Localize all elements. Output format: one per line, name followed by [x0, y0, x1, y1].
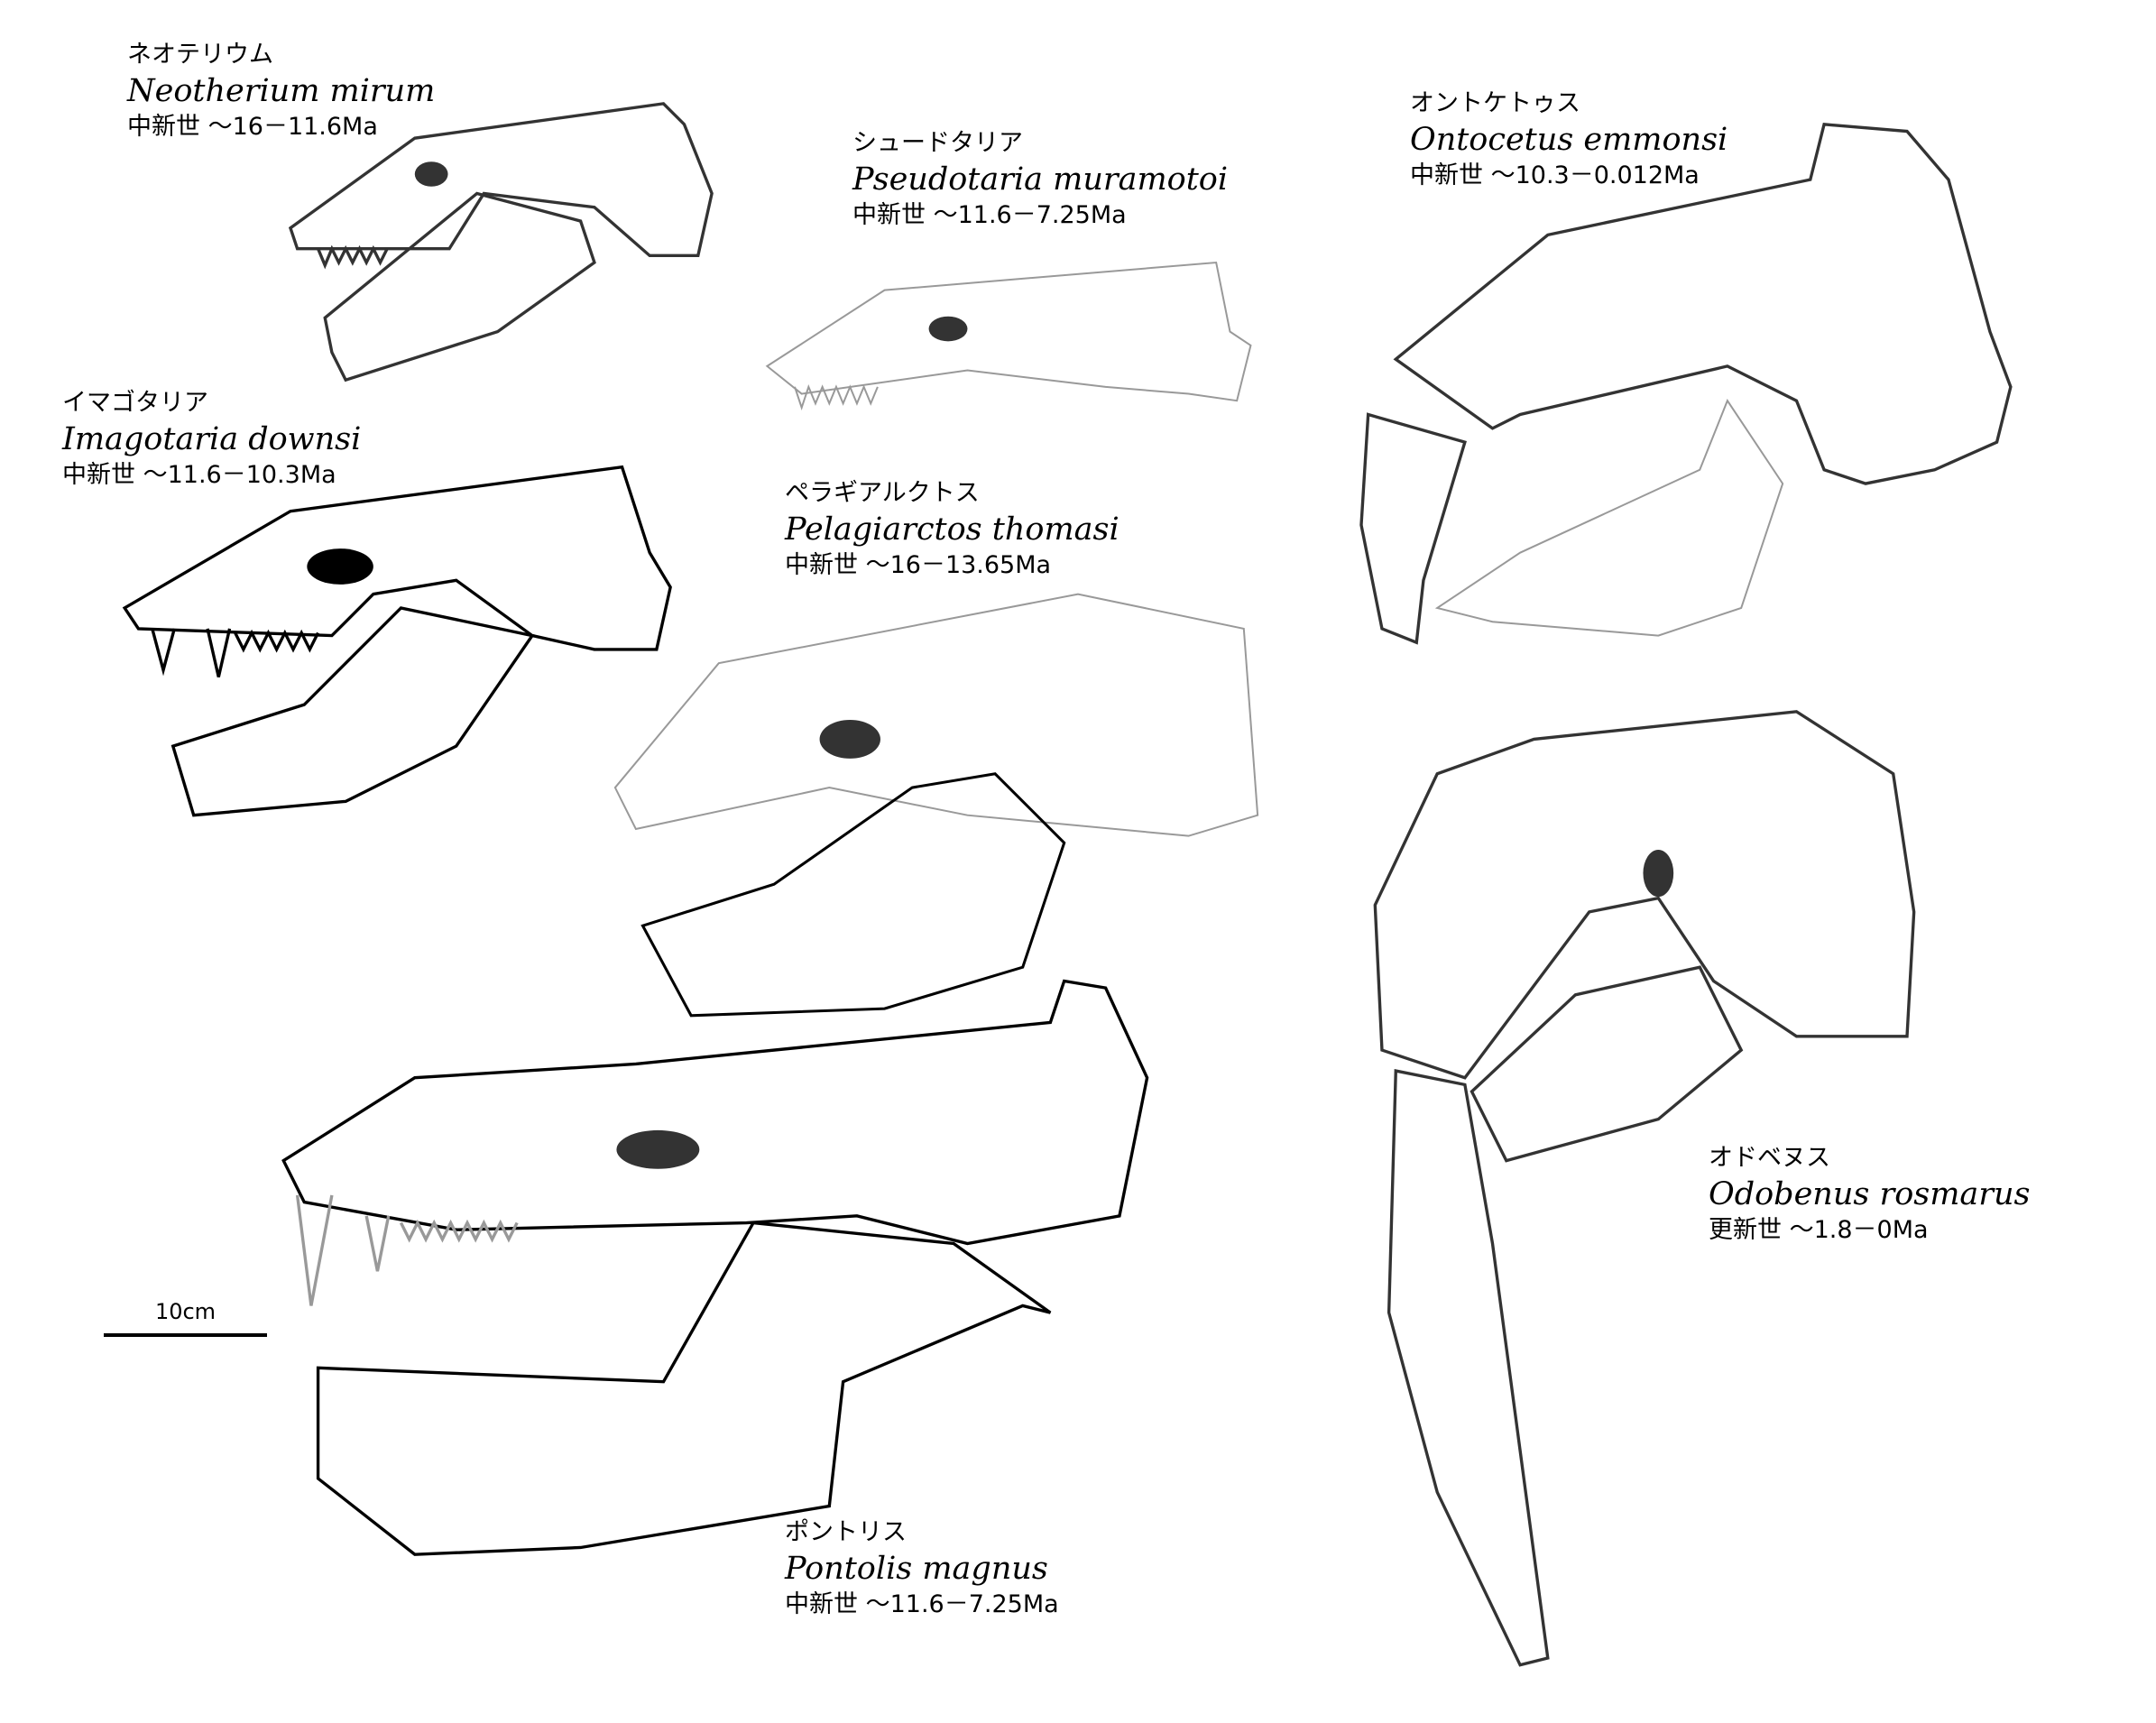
odobenus-orbit [1643, 849, 1674, 898]
imagotaria-skull [122, 465, 672, 817]
label-imagotaria: イマゴタリア Imagotaria downsi 中新世 ～11.6－10.3M… [62, 386, 361, 493]
neotherium-upper-teeth [317, 244, 389, 270]
pontolis-upper-teeth [295, 1194, 519, 1306]
pseudotaria-orbit [928, 316, 968, 342]
geologic-age: 中新世 ～16－11.6Ma [127, 113, 378, 141]
geologic-age: 中新世 ～10.3－0.012Ma [1410, 161, 1700, 189]
japanese-name: オントケトゥス [1410, 89, 1580, 117]
ontocetus-mandible [1434, 399, 1784, 637]
label-pontolis: ポントリス Pontolis magnus 中新世 ～11.6－7.25Ma [785, 1516, 1059, 1622]
neotherium-mandible [323, 191, 596, 382]
label-neotherium: ネオテリウム Neotherium mirum 中新世 ～16－11.6Ma [127, 38, 435, 144]
pelagiarctos-mandible [640, 772, 1066, 1018]
neotherium-orbit [414, 161, 448, 187]
label-odobenus: オドベヌス Odobenus rosmarus 更新世 ～1.8－0Ma [1709, 1141, 2031, 1248]
scientific-name: Imagotaria downsi [62, 421, 362, 457]
scientific-name: Pontolis magnus [785, 1551, 1048, 1587]
odobenus-skull [1373, 710, 1916, 1667]
ontocetus-tusk [1359, 412, 1467, 645]
odobenus-tusk [1387, 1069, 1550, 1667]
japanese-name: シュードタリア [852, 129, 1023, 157]
scientific-name: Neotherium mirum [127, 73, 436, 109]
japanese-name: オドベヌス [1709, 1144, 1830, 1172]
pelagiarctos-cranium [613, 593, 1259, 837]
scientific-name: Ontocetus emmonsi [1410, 122, 1728, 158]
pseudotaria-cranium [765, 261, 1252, 402]
pontolis-mandible [316, 1221, 1052, 1556]
neotherium-skull [288, 102, 714, 382]
geologic-age: 中新世 ～16－13.65Ma [785, 551, 1052, 579]
odobenus-cranium [1373, 710, 1916, 1080]
neotherium-cranium [288, 102, 714, 258]
japanese-name: ネオテリウム [127, 41, 273, 69]
scientific-name: Pelagiarctos thomasi [785, 511, 1119, 548]
scientific-name: Pseudotaria muramotoi [852, 161, 1229, 198]
pseudotaria-teeth [794, 384, 879, 410]
ontocetus-cranium [1393, 123, 2013, 485]
imagotaria-mandible [170, 606, 535, 817]
scale-bar-line [104, 1333, 267, 1337]
scale-bar: 10cm [104, 1299, 267, 1337]
imagotaria-orbit [307, 548, 373, 585]
pontolis-orbit [616, 1129, 700, 1169]
pseudotaria-skull [765, 261, 1252, 410]
geologic-age: 中新世 ～11.6－7.25Ma [852, 201, 1127, 229]
pontolis-cranium [281, 979, 1149, 1246]
label-pelagiarctos: ペラギアルクトス Pelagiarctos thomasi 中新世 ～16－13… [785, 476, 1119, 583]
odobenus-mandible [1470, 965, 1744, 1163]
imagotaria-cranium [122, 465, 672, 651]
label-ontocetus: オントケトゥス Ontocetus emmonsi 中新世 ～10.3－0.01… [1410, 87, 1728, 193]
pelagiarctos-orbit [819, 720, 880, 759]
pelagiarctos-skull [613, 593, 1259, 1018]
geologic-age: 更新世 ～1.8－0Ma [1709, 1216, 1929, 1244]
scientific-name: Odobenus rosmarus [1709, 1176, 2031, 1212]
geologic-age: 中新世 ～11.6－7.25Ma [785, 1590, 1059, 1618]
label-pseudotaria: シュードタリア Pseudotaria muramotoi 中新世 ～11.6－… [852, 126, 1228, 233]
japanese-name: ペラギアルクトス [785, 479, 980, 507]
japanese-name: ポントリス [785, 1518, 907, 1546]
scale-bar-label: 10cm [154, 1299, 217, 1324]
pontolis-skull [281, 979, 1149, 1556]
geologic-age: 中新世 ～11.6－10.3Ma [62, 461, 336, 489]
ontocetus-skull [1359, 123, 2013, 645]
japanese-name: イマゴタリア [62, 389, 208, 417]
imagotaria-upper-teeth [151, 628, 320, 677]
